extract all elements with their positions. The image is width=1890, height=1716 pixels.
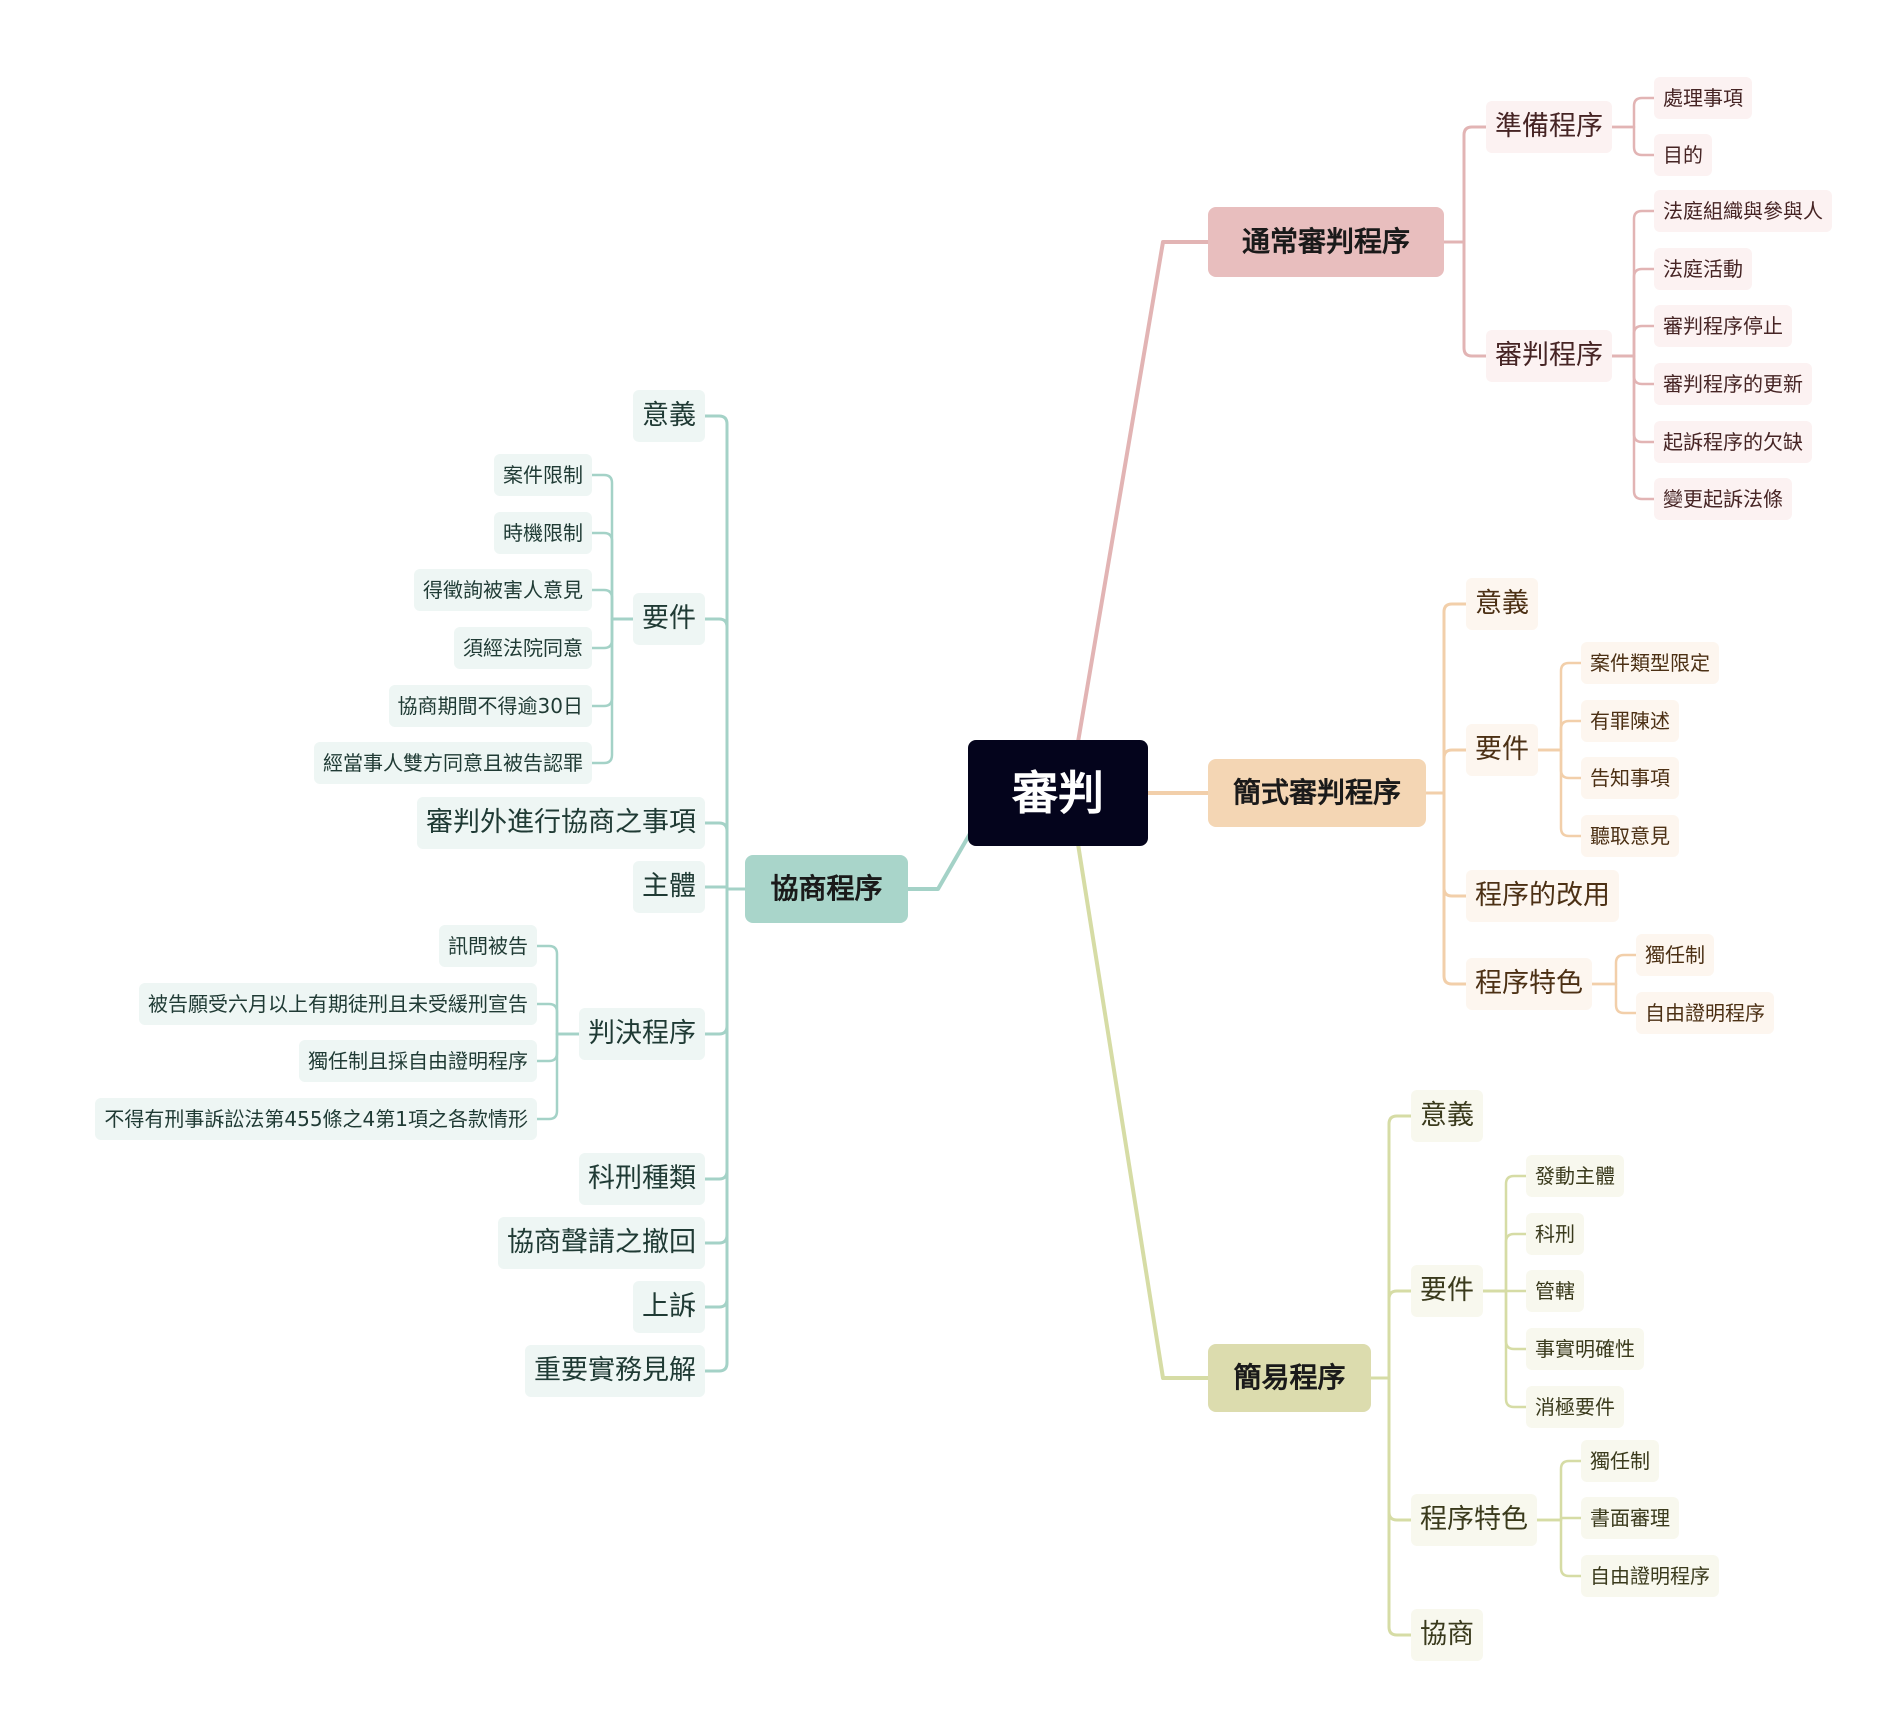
leaf-node[interactable]: 時機限制 (494, 512, 592, 554)
subtopic-node[interactable]: 程序的改用 (1466, 870, 1619, 922)
subtopic-node[interactable]: 意義 (633, 390, 705, 442)
subtopic-node[interactable]: 準備程序 (1486, 101, 1612, 153)
leaf-node[interactable]: 處理事項 (1654, 77, 1752, 119)
root-branch-connector (1076, 842, 1210, 1380)
subtopic-leaf-connector (535, 1032, 581, 1121)
subtopic-node[interactable]: 協商 (1411, 1609, 1483, 1661)
branch-node[interactable]: 協商程序 (745, 855, 908, 923)
branch-subtopic-connector (703, 887, 747, 1373)
leaf-node[interactable]: 聽取意見 (1581, 815, 1679, 857)
branch-subtopic-connector (1424, 748, 1468, 795)
branch-subtopic-connector (1369, 1376, 1413, 1522)
subtopic-node[interactable]: 要件 (1411, 1265, 1483, 1317)
leaf-node[interactable]: 案件類型限定 (1581, 642, 1719, 684)
leaf-node[interactable]: 自由證明程序 (1636, 992, 1774, 1034)
subtopic-leaf-connector (1610, 96, 1656, 129)
branch-subtopic-connector (1369, 1376, 1413, 1637)
branch-subtopic-connector (703, 617, 747, 891)
subtopic-node[interactable]: 判決程序 (579, 1008, 705, 1060)
branch-subtopic-connector (703, 414, 747, 891)
branch-subtopic-connector (1369, 1114, 1413, 1380)
subtopic-leaf-connector (1590, 953, 1638, 986)
leaf-node[interactable]: 起訴程序的欠缺 (1654, 421, 1812, 463)
leaf-node[interactable]: 審判程序的更新 (1654, 363, 1812, 405)
leaf-node[interactable]: 不得有刑事訴訟法第455條之4第1項之各款情形 (95, 1098, 537, 1140)
subtopic-leaf-connector (1590, 982, 1638, 1015)
subtopic-leaf-connector (1536, 661, 1583, 752)
branch-node[interactable]: 簡式審判程序 (1208, 759, 1426, 827)
branch-subtopic-connector (1369, 1289, 1413, 1380)
leaf-node[interactable]: 消極要件 (1526, 1386, 1624, 1428)
subtopic-leaf-connector (590, 617, 635, 765)
subtopic-node[interactable]: 意義 (1466, 578, 1538, 630)
subtopic-node[interactable]: 程序特色 (1411, 1494, 1537, 1546)
leaf-node[interactable]: 管轄 (1526, 1270, 1584, 1312)
leaf-node[interactable]: 須經法院同意 (454, 627, 592, 669)
subtopic-node[interactable]: 意義 (1411, 1090, 1483, 1142)
branch-subtopic-connector (703, 887, 747, 1245)
branch-subtopic-connector (1442, 125, 1488, 244)
leaf-node[interactable]: 得徵詢被害人意見 (414, 569, 592, 611)
branch-node[interactable]: 通常審判程序 (1208, 207, 1444, 277)
subtopic-node[interactable]: 主體 (633, 861, 705, 913)
branch-node[interactable]: 簡易程序 (1208, 1344, 1371, 1412)
root-branch-connector (906, 828, 974, 891)
leaf-node[interactable]: 事實明確性 (1526, 1328, 1644, 1370)
leaf-node[interactable]: 發動主體 (1526, 1155, 1624, 1197)
subtopic-node[interactable]: 科刑種類 (579, 1153, 705, 1205)
leaf-node[interactable]: 變更起訴法條 (1654, 478, 1792, 520)
leaf-node[interactable]: 法庭活動 (1654, 248, 1752, 290)
subtopic-node[interactable]: 程序特色 (1466, 958, 1592, 1010)
branch-subtopic-connector (1424, 791, 1468, 986)
leaf-node[interactable]: 案件限制 (494, 454, 592, 496)
subtopic-leaf-connector (1610, 125, 1656, 157)
subtopic-node[interactable]: 上訴 (633, 1281, 705, 1333)
leaf-node[interactable]: 獨任制且採自由證明程序 (299, 1040, 537, 1082)
leaf-node[interactable]: 書面審理 (1581, 1497, 1679, 1539)
subtopic-leaf-connector (1536, 748, 1583, 838)
subtopic-node[interactable]: 協商聲請之撤回 (498, 1217, 705, 1269)
leaf-node[interactable]: 協商期間不得逾30日 (388, 685, 592, 727)
subtopic-leaf-connector (1481, 1289, 1528, 1409)
subtopic-leaf-connector (1481, 1232, 1528, 1293)
root-node[interactable]: 審判 (968, 740, 1148, 846)
subtopic-leaf-connector (590, 588, 635, 621)
subtopic-leaf-connector (1536, 748, 1583, 780)
subtopic-leaf-connector (1481, 1289, 1528, 1351)
leaf-node[interactable]: 自由證明程序 (1581, 1555, 1719, 1597)
subtopic-leaf-connector (1535, 1518, 1583, 1578)
subtopic-node[interactable]: 審判外進行協商之事項 (417, 797, 705, 849)
subtopic-leaf-connector (1536, 719, 1583, 752)
branch-subtopic-connector (1424, 791, 1468, 898)
leaf-node[interactable]: 告知事項 (1581, 757, 1679, 799)
leaf-node[interactable]: 獨任制 (1581, 1440, 1659, 1482)
leaf-node[interactable]: 目的 (1654, 134, 1712, 176)
branch-subtopic-connector (703, 887, 747, 1036)
leaf-node[interactable]: 獨任制 (1636, 934, 1714, 976)
leaf-node[interactable]: 科刑 (1526, 1213, 1584, 1255)
subtopic-leaf-connector (1610, 354, 1656, 501)
leaf-node[interactable]: 審判程序停止 (1654, 305, 1792, 347)
leaf-node[interactable]: 法庭組織與參與人 (1654, 190, 1832, 232)
leaf-node[interactable]: 訊問被告 (439, 925, 537, 967)
subtopic-leaf-connector (1535, 1459, 1583, 1522)
leaf-node[interactable]: 被告願受六月以上有期徒刑且未受緩刑宣告 (139, 983, 537, 1025)
subtopic-node[interactable]: 要件 (1466, 724, 1538, 776)
subtopic-node[interactable]: 要件 (633, 593, 705, 645)
branch-subtopic-connector (1442, 240, 1488, 358)
branch-subtopic-connector (1424, 602, 1468, 795)
leaf-node[interactable]: 有罪陳述 (1581, 700, 1679, 742)
leaf-node[interactable]: 經當事人雙方同意且被告認罪 (314, 742, 592, 784)
subtopic-node[interactable]: 審判程序 (1486, 330, 1612, 382)
branch-subtopic-connector (703, 821, 747, 891)
subtopic-node[interactable]: 重要實務見解 (525, 1345, 705, 1397)
root-branch-connector (1076, 240, 1210, 744)
